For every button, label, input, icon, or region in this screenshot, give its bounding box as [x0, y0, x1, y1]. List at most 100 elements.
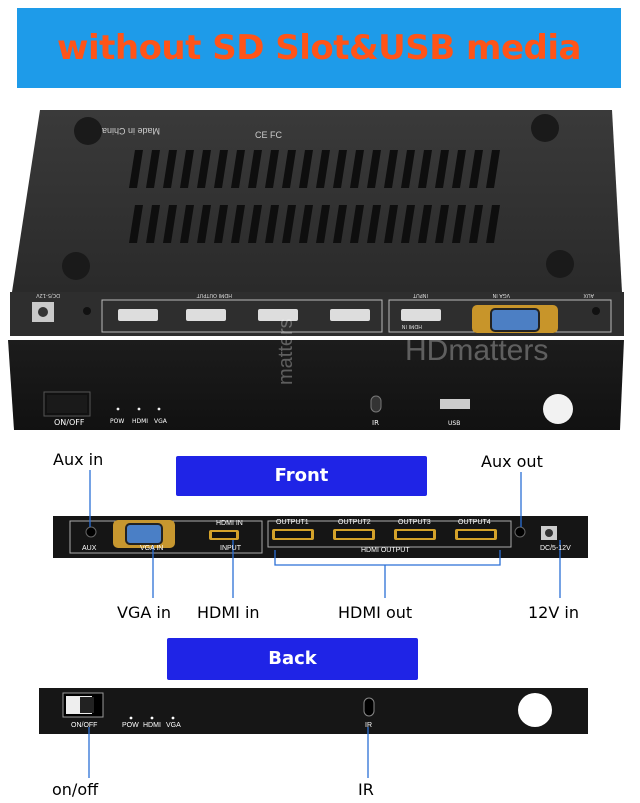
product-photo: Made in China CE FC DC/5-12V HDMI OUTPUT…: [8, 110, 624, 430]
vent-slot: [180, 205, 194, 243]
hdmi-output-label-top: HDMI OUTPUT: [196, 292, 232, 298]
back-diagram: [39, 688, 588, 778]
power-in-callout: 12V in: [528, 603, 579, 622]
aux-label-top: AUX: [583, 292, 594, 298]
vent-slot: [316, 205, 330, 243]
vent-slot: [163, 205, 177, 243]
dc-label-top: DC/5-12V: [36, 292, 60, 298]
lower-back-face: ON/OFF POW HDMI VGA IR USB: [8, 340, 624, 430]
vent-slot: [486, 205, 500, 243]
svg-text:CE FC: CE FC: [255, 130, 283, 140]
vent-slot: [146, 150, 160, 188]
vent-slot: [401, 205, 415, 243]
front-header: Front: [176, 456, 427, 496]
vent-slot: [231, 205, 245, 243]
vent-slot: [418, 150, 432, 188]
vent-slot: [197, 205, 211, 243]
photo-vga-label: VGA: [154, 418, 168, 425]
photo-pow-label: POW: [110, 418, 124, 425]
vent-slot: [367, 205, 381, 243]
front-aux-label: AUX: [82, 545, 97, 552]
front-output2-label: OUTPUT2: [338, 519, 371, 526]
front-diagram: [53, 470, 588, 598]
vent-slot: [452, 205, 466, 243]
vent-slot: [452, 150, 466, 188]
front-output4-label: OUTPUT4: [458, 519, 491, 526]
vent-slot: [180, 150, 194, 188]
vga-in-callout: VGA in: [117, 603, 171, 622]
back-header: Back: [167, 638, 418, 680]
photo-hdmi-label: HDMI: [132, 418, 148, 425]
hdmi-port: [401, 309, 441, 321]
title-banner: without SD Slot&USB media: [17, 8, 621, 88]
vent-slot: [299, 150, 313, 188]
hdmi-output-port-inner: [275, 531, 311, 538]
hdmi-port: [258, 309, 298, 321]
aux-out-callout: Aux out: [481, 452, 543, 471]
front-hdmioutput-label: HDMI OUTPUT: [361, 547, 410, 554]
vent-slot: [367, 150, 381, 188]
vent-slot: [350, 205, 364, 243]
vent-slot: [486, 150, 500, 188]
hdmi-out-callout: HDMI out: [338, 603, 413, 622]
vent-slot: [231, 150, 245, 188]
photo-onoff-label: ON/OFF: [54, 418, 85, 427]
ir-callout: IR: [358, 780, 374, 799]
front-output1-label: OUTPUT1: [276, 519, 309, 526]
watermark: HDmatters: [405, 334, 548, 367]
input-label-top: INPUT: [412, 292, 428, 298]
watermark-side: matters: [275, 318, 297, 385]
vent-slot: [401, 150, 415, 188]
vent-slot: [469, 150, 483, 188]
vent-slot: [333, 205, 347, 243]
vent-slot: [316, 150, 330, 188]
top-box: Made in China CE FC: [12, 110, 622, 292]
vent-slot: [435, 205, 449, 243]
front-hdmiin-label: HDMI IN: [216, 520, 243, 527]
vent-slot: [299, 205, 313, 243]
hdmi-in-label-top: HDMI IN: [402, 323, 422, 329]
hdmi-port: [118, 309, 158, 321]
vent-slot: [384, 150, 398, 188]
vent-slot: [469, 205, 483, 243]
front-output3-label: OUTPUT3: [398, 519, 431, 526]
back-hdmi-label: HDMI: [143, 722, 161, 729]
vent-slot: [350, 150, 364, 188]
banner-title: without SD Slot&USB media: [57, 28, 581, 68]
vent-slot: [265, 150, 279, 188]
made-in-china-label: Made in China: [102, 126, 160, 136]
vga-in-label-top: VGA IN: [492, 292, 510, 298]
back-vga-label: VGA: [166, 722, 181, 729]
vent-slot: [214, 150, 228, 188]
vent-slot: [129, 150, 143, 188]
vent-slot: [435, 150, 449, 188]
back-onoff-label: ON/OFF: [71, 722, 98, 729]
hdmi-port: [186, 309, 226, 321]
photo-ir-label: IR: [372, 419, 379, 427]
hdmi-in-callout: HDMI in: [197, 603, 260, 622]
onoff-callout: on/off: [52, 780, 99, 799]
hdmi-port: [330, 309, 370, 321]
vent-slot: [129, 205, 143, 243]
vent-slot: [197, 150, 211, 188]
front-vgain-label: VGA IN: [140, 545, 164, 552]
back-ir-label: IR: [365, 722, 372, 729]
vent-slot: [163, 150, 177, 188]
vent-slot: [333, 150, 347, 188]
aux-in-callout: Aux in: [53, 450, 104, 469]
hdmi-output-port-inner: [458, 531, 494, 538]
vent-slot: [282, 205, 296, 243]
photo-usb-label: USB: [448, 420, 460, 427]
vent-slot: [265, 205, 279, 243]
upper-front-face: DC/5-12V HDMI OUTPUT VGA IN INPUT AUX HD…: [10, 292, 624, 336]
vent-slot: [214, 205, 228, 243]
vent-slot: [384, 205, 398, 243]
front-dc-label: DC/5-12V: [540, 545, 571, 552]
vent-slot: [248, 150, 262, 188]
back-panel: [39, 688, 588, 734]
front-input-label: INPUT: [220, 545, 241, 552]
hdmi-output-port-inner: [336, 531, 372, 538]
vent-slot: [248, 205, 262, 243]
vent-slot: [418, 205, 432, 243]
hdmi-output-port-inner: [397, 531, 433, 538]
